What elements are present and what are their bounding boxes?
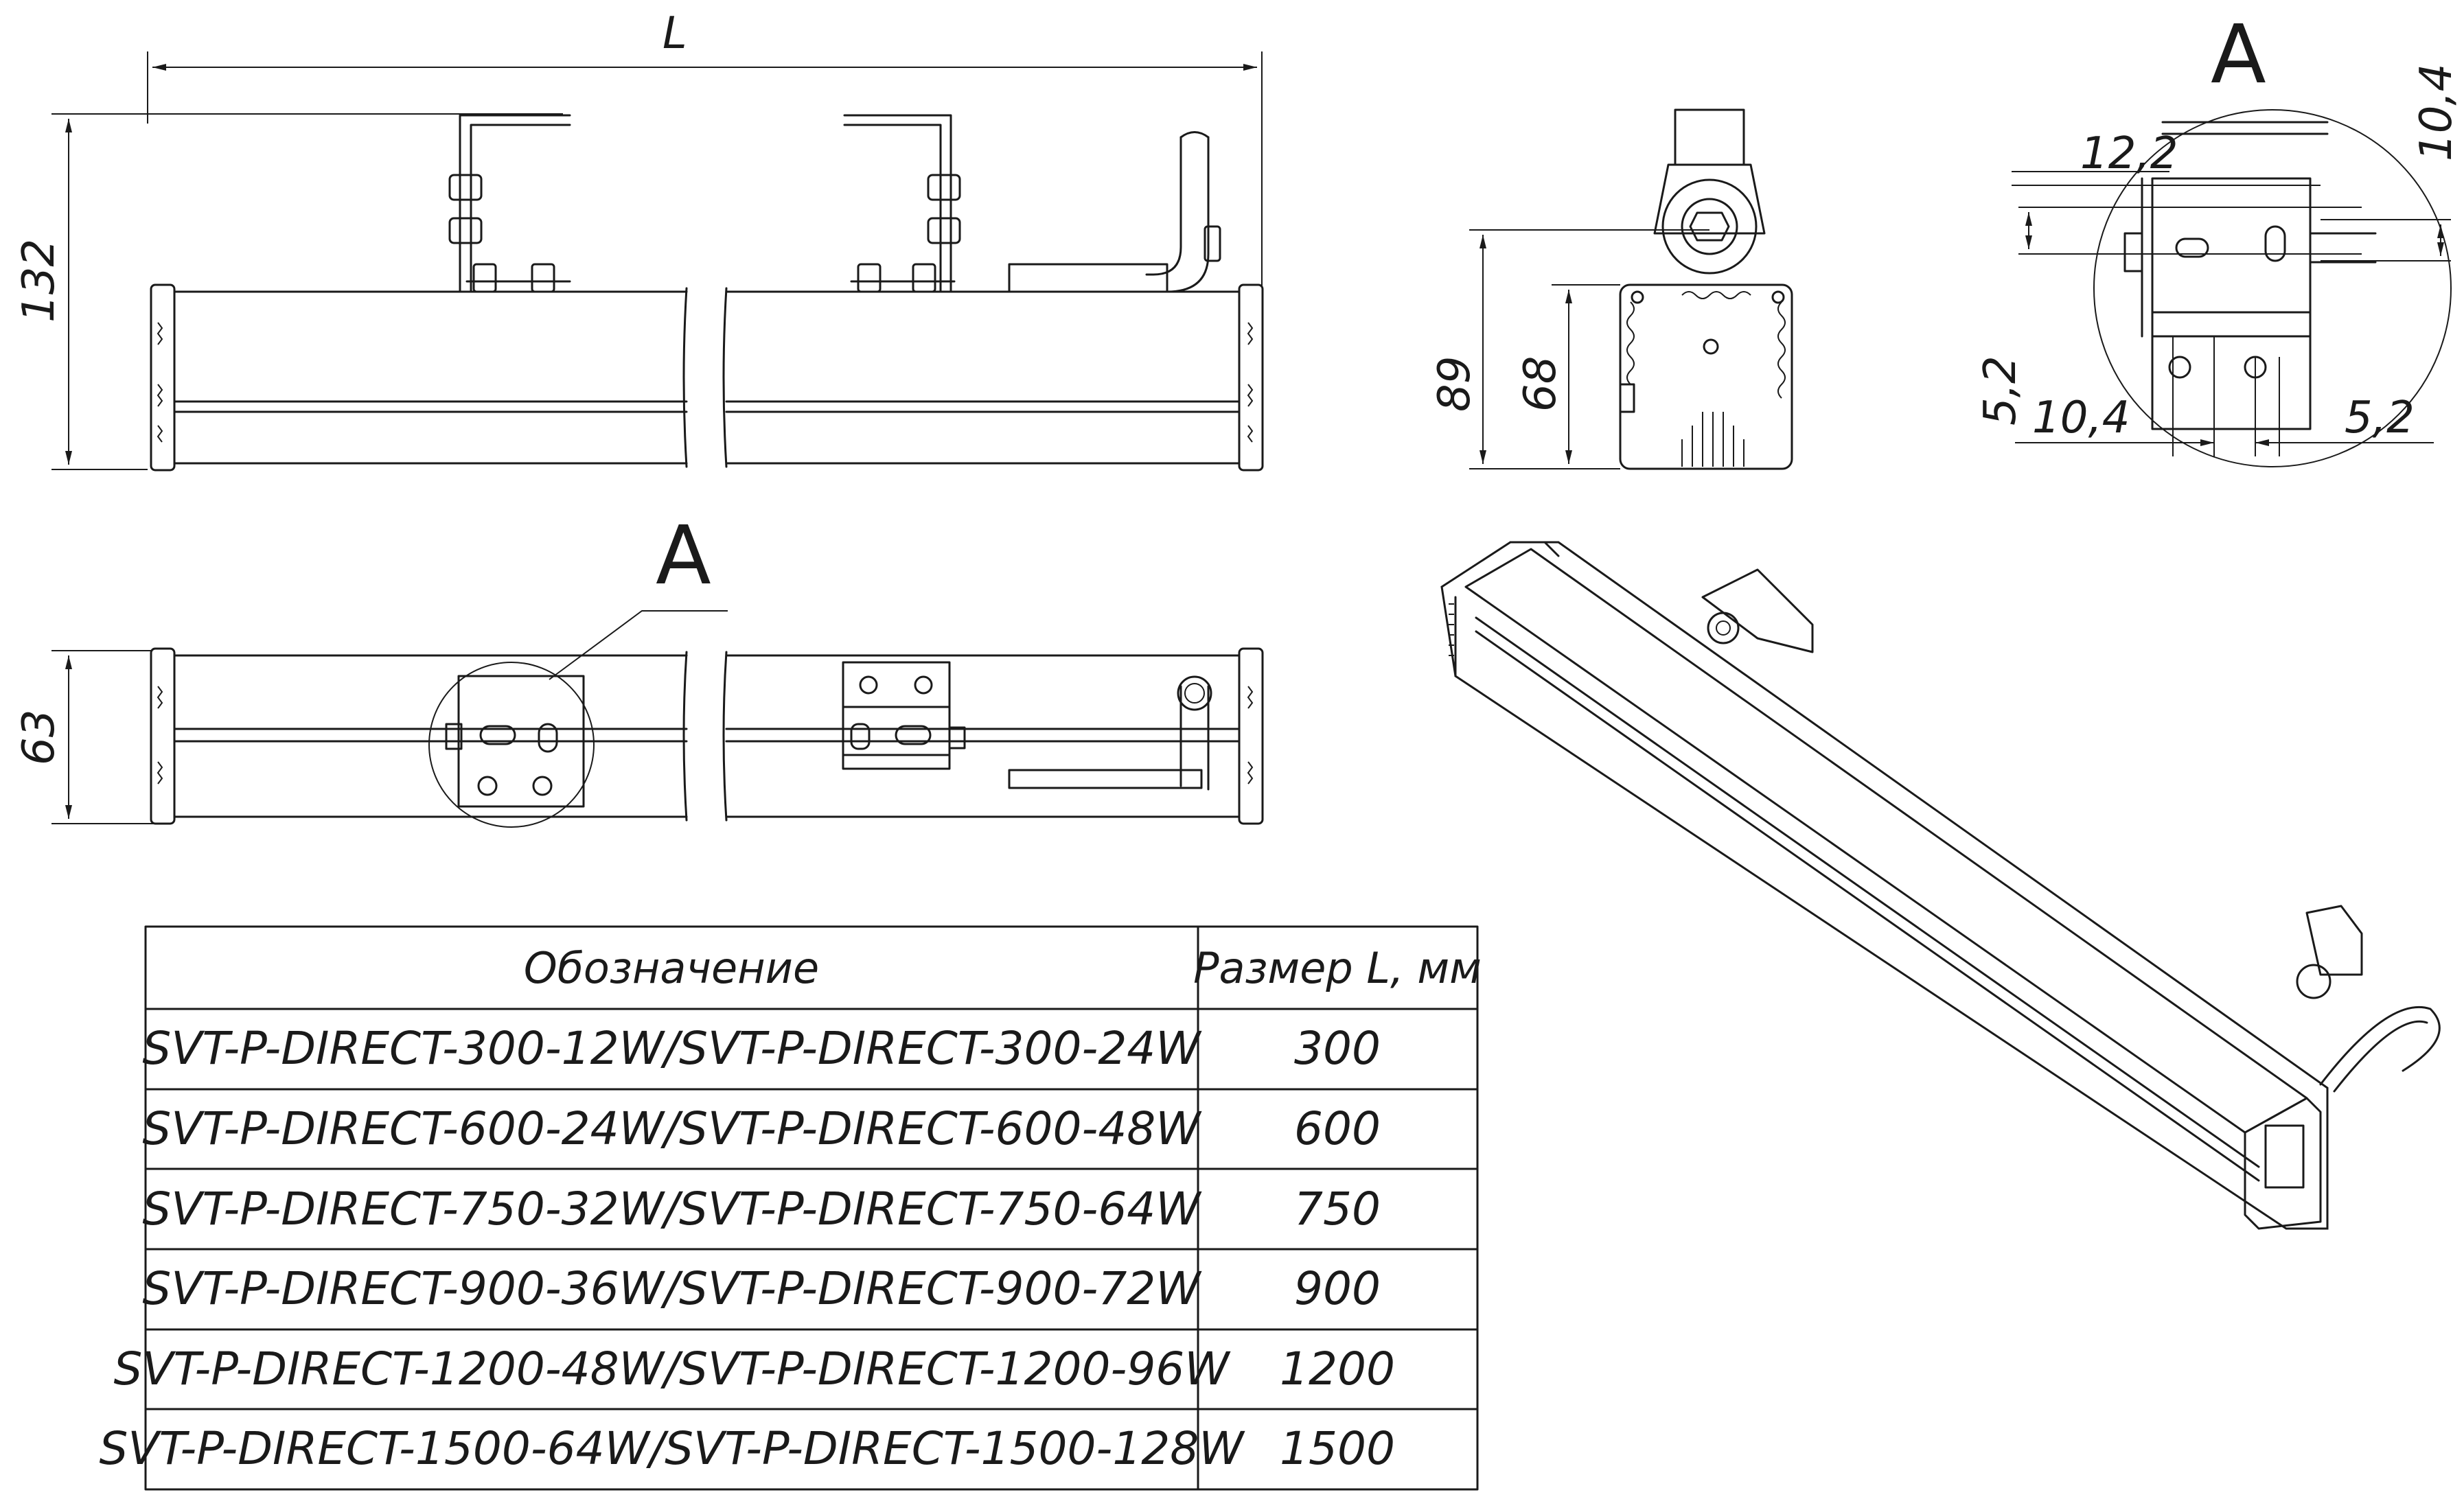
table-row-size: 900 <box>1294 1262 1381 1315</box>
dim-height-68: 68 <box>1515 356 1566 412</box>
table-row-designation: SVT-P-DIRECT-1500-64W/SVT-P-DIRECT-1500-… <box>99 1422 1245 1475</box>
table-row-designation: SVT-P-DIRECT-300-12W/SVT-P-DIRECT-300-24… <box>142 1022 1202 1075</box>
table-row-size: 1500 <box>1280 1422 1395 1475</box>
dim-width-63: 63 <box>14 710 65 765</box>
top-view: A 63 <box>14 508 1264 828</box>
dim-detail-10-4-h: 10,4 <box>2032 393 2130 443</box>
table-row-designation: SVT-P-DIRECT-900-36W/SVT-P-DIRECT-900-72… <box>142 1262 1202 1315</box>
detail-label-a-top: A <box>656 508 711 603</box>
dim-detail-5-2-v: 5,2 <box>1975 356 2026 426</box>
table-row-designation: SVT-P-DIRECT-750-32W/SVT-P-DIRECT-750-64… <box>142 1183 1202 1235</box>
end-view: 89 68 <box>1429 108 1793 470</box>
dim-detail-5-2-h: 5,2 <box>2345 393 2415 443</box>
table-row-size: 300 <box>1294 1022 1381 1075</box>
table-row-designation: SVT-P-DIRECT-1200-48W/SVT-P-DIRECT-1200-… <box>113 1343 1231 1395</box>
table-header-size: Размер L, мм <box>1193 943 1482 993</box>
isometric-view <box>1440 541 2441 1230</box>
table-header-designation: Обозначение <box>524 943 819 993</box>
table-row-size: 1200 <box>1280 1343 1395 1395</box>
detail-label-a: A <box>2211 7 2266 102</box>
dim-detail-10-4-v: 10,4 <box>2411 64 2462 162</box>
side-view: L 132 <box>14 8 1264 472</box>
table-row-designation: SVT-P-DIRECT-600-24W/SVT-P-DIRECT-600-48… <box>142 1102 1202 1155</box>
specs-table: Обозначение Размер L, мм SVT-P-DIRECT-30… <box>99 925 1482 1491</box>
detail-a-view: A 5,2 12,2 10,4 10,4 5,2 <box>1975 7 2462 467</box>
table-row-size: 750 <box>1294 1183 1381 1235</box>
dim-height-132: 132 <box>14 239 65 323</box>
dim-height-89: 89 <box>1429 356 1480 412</box>
table-row-size: 600 <box>1294 1102 1381 1155</box>
dim-detail-12-2: 12,2 <box>2080 128 2178 179</box>
dim-length-label: L <box>663 8 687 59</box>
